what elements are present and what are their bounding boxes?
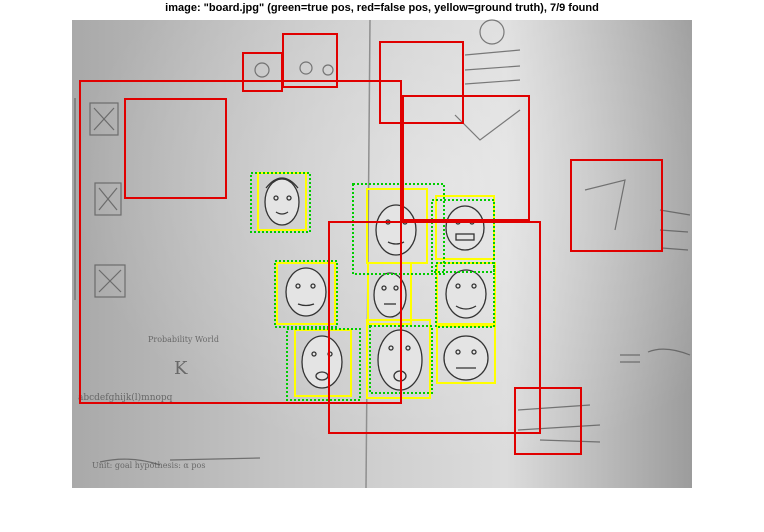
true-positive-boxes xyxy=(250,172,495,401)
false-positive-boxes xyxy=(79,33,663,455)
fp-box xyxy=(328,221,541,434)
gt-box xyxy=(436,323,496,384)
fp-box xyxy=(124,98,227,199)
figure-title: image: "board.jpg" (green=true pos, red=… xyxy=(165,2,599,14)
board-photo: Probability World K abcdefghijk(l)mnopq … xyxy=(72,19,692,489)
fp-box xyxy=(570,159,663,252)
fp-box xyxy=(514,387,582,455)
fp-box xyxy=(379,41,464,124)
face-4 xyxy=(285,267,327,317)
tp-box xyxy=(431,199,495,273)
board-text-bottom: Unit: goal hypothesis: α pos xyxy=(92,461,205,470)
face-9 xyxy=(443,335,489,381)
tp-box xyxy=(250,172,311,233)
board-text-probability: Probability World xyxy=(148,335,219,344)
gt-box xyxy=(276,262,336,325)
face-5 xyxy=(373,272,407,318)
board-text-k: K xyxy=(174,358,188,379)
board-doodles xyxy=(74,19,691,466)
tp-box xyxy=(435,262,495,328)
face-3 xyxy=(445,205,485,251)
face-6 xyxy=(445,269,487,319)
tp-box xyxy=(352,183,445,275)
face-7 xyxy=(301,335,343,389)
board-text-alphabet: abcdefghijk(l)mnopq xyxy=(78,392,173,403)
tp-box xyxy=(286,328,361,401)
face-1 xyxy=(264,177,300,226)
fp-box xyxy=(282,33,338,88)
gt-box xyxy=(366,319,431,399)
fp-box xyxy=(79,80,402,404)
gt-box xyxy=(257,172,307,231)
gt-box xyxy=(367,262,412,325)
face-2 xyxy=(375,204,417,256)
fp-box xyxy=(402,95,530,221)
